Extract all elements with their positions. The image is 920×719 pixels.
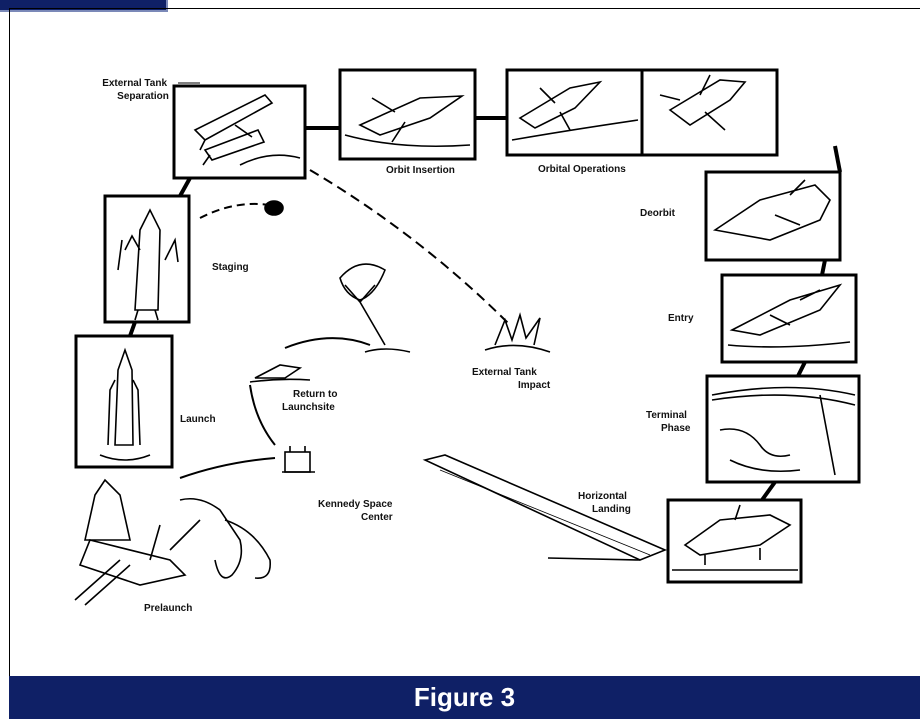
staging-label: Staging bbox=[212, 262, 249, 273]
figure-caption: Figure 3 bbox=[414, 682, 515, 713]
figure-caption-bar: Figure 3 bbox=[9, 676, 920, 719]
launch-panel bbox=[76, 336, 172, 467]
orbital-operations-panel-2 bbox=[642, 70, 777, 155]
deorbit-panel bbox=[706, 172, 840, 260]
orbit-insertion-panel bbox=[340, 70, 475, 159]
external-tank-separation-label: External Tank Separation bbox=[102, 78, 170, 102]
kennedy-space-center-label: Kennedy Space Center bbox=[318, 499, 395, 523]
external-tank-impact-splash bbox=[485, 315, 550, 352]
mission-profile-diagram: External Tank Separation Orbit Insertion… bbox=[0, 0, 920, 676]
orbital-operations-panel-1 bbox=[507, 70, 642, 155]
external-tank-separation-panel bbox=[174, 86, 305, 178]
orbit-insertion-label: Orbit Insertion bbox=[386, 165, 455, 176]
staging-panel bbox=[105, 196, 189, 322]
terminal-phase-label: Terminal Phase bbox=[646, 410, 691, 434]
trajectory-paths bbox=[180, 170, 510, 478]
horizontal-landing-label: Horizontal Landing bbox=[578, 491, 631, 515]
prelaunch-sketch bbox=[75, 480, 270, 605]
return-to-launchsite-label: Return to Launchsite bbox=[282, 389, 340, 413]
deorbit-label: Deorbit bbox=[640, 208, 676, 219]
horizontal-landing-panel bbox=[668, 500, 801, 582]
return-to-launchsite-sketch bbox=[250, 365, 310, 382]
external-tank-impact-label: External Tank Impact bbox=[472, 367, 551, 391]
srb-parachute-recovery bbox=[265, 201, 410, 352]
prelaunch-label: Prelaunch bbox=[144, 603, 192, 614]
entry-label: Entry bbox=[668, 313, 694, 324]
kennedy-space-center-sketch bbox=[282, 446, 315, 472]
launch-label: Launch bbox=[180, 414, 216, 425]
terminal-phase-panel bbox=[707, 376, 859, 482]
entry-panel bbox=[722, 275, 856, 362]
orbital-operations-label: Orbital Operations bbox=[538, 164, 626, 175]
